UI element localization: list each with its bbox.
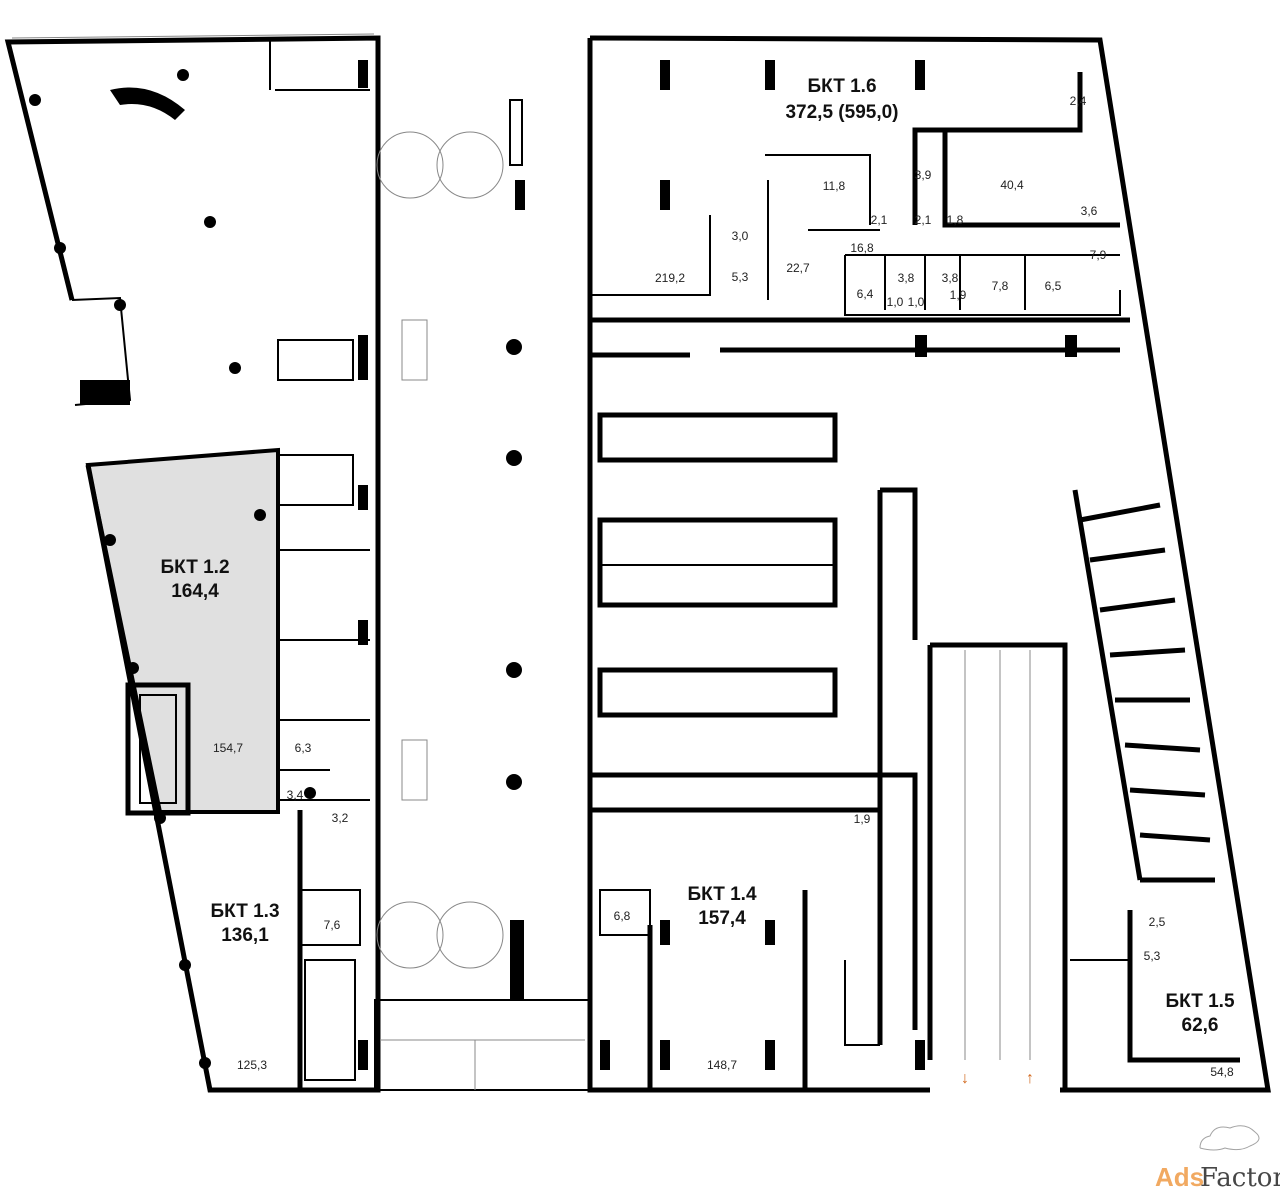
room-area: 3,2: [332, 811, 349, 825]
room-area: 7,9: [1090, 248, 1107, 262]
room-area: 6,5: [1045, 279, 1062, 293]
room-area: 1,9: [854, 812, 871, 826]
left-block-walls: [80, 40, 370, 1090]
room-area: 1,8: [947, 213, 964, 227]
room-area: 3,8: [898, 271, 915, 285]
room-area: 125,3: [237, 1058, 267, 1072]
room-area: 148,7: [707, 1058, 737, 1072]
room-area: 11,8: [823, 179, 846, 193]
unit-name[interactable]: БКТ 1.6: [807, 76, 876, 97]
room-area: 1,0: [908, 295, 925, 309]
room-area: 1,0: [887, 295, 904, 309]
room-area: 40,4: [1000, 178, 1024, 192]
room-labels: 2,4 11,8 3,9 40,4 2,1 2,1 1,8 3,6 3,0 16…: [213, 94, 1234, 1079]
room-area: 3,8: [942, 271, 959, 285]
unit-labels: БКТ 1.2 164,4 БКТ 1.3 136,1 БКТ 1.4 157,…: [160, 76, 1234, 1036]
unit-area: 157,4: [698, 908, 746, 929]
watermark-text: Factory: [1200, 1163, 1280, 1192]
columns: [29, 60, 1077, 1070]
room-area: 2,1: [915, 213, 932, 227]
unit-area: 62,6: [1182, 1015, 1219, 1036]
room-area: 3,6: [1081, 204, 1098, 218]
room-area: 2,5: [1149, 915, 1166, 929]
room-area: 3,9: [915, 168, 932, 182]
unit-name[interactable]: БКТ 1.3: [210, 901, 279, 922]
room-area: 54,8: [1210, 1065, 1234, 1079]
room-area: 3,0: [732, 229, 749, 243]
arrow-down-icon: ↓: [961, 1070, 969, 1087]
unit-name[interactable]: БКТ 1.2: [160, 557, 229, 578]
room-area: 6,4: [857, 287, 874, 301]
room-area: 1,9: [950, 288, 967, 302]
unit-area: 136,1: [221, 925, 269, 946]
room-area: 219,2: [655, 271, 685, 285]
room-area: 16,8: [850, 241, 874, 255]
arrow-up-icon: ↑: [1026, 1070, 1034, 1087]
unit-name[interactable]: БКТ 1.5: [1165, 991, 1234, 1012]
room-area: 5,3: [1144, 949, 1161, 963]
unit-area: 164,4: [171, 581, 219, 602]
room-area: 5,3: [732, 270, 749, 284]
unit-name[interactable]: БКТ 1.4: [687, 884, 756, 905]
room-area: 3,4: [287, 788, 304, 802]
room-area: 154,7: [213, 741, 243, 755]
room-area: 2,1: [871, 213, 888, 227]
watermark-logo: Ads Factory: [1155, 1125, 1280, 1192]
unit-area: 372,5 (595,0): [785, 102, 898, 123]
room-area: 7,8: [992, 279, 1009, 293]
room-area: 22,7: [786, 261, 810, 275]
right-block-walls: [590, 72, 1240, 1090]
unit-1-2-highlight[interactable]: [85, 447, 280, 814]
room-area: 7,6: [324, 918, 341, 932]
atrium: [376, 99, 524, 1000]
room-area: 6,3: [295, 741, 312, 755]
outer-walls: [4, 33, 1271, 1093]
room-area: 2,4: [1070, 94, 1087, 108]
room-area: 6,8: [614, 909, 631, 923]
watermark-text: Ads: [1155, 1162, 1204, 1192]
